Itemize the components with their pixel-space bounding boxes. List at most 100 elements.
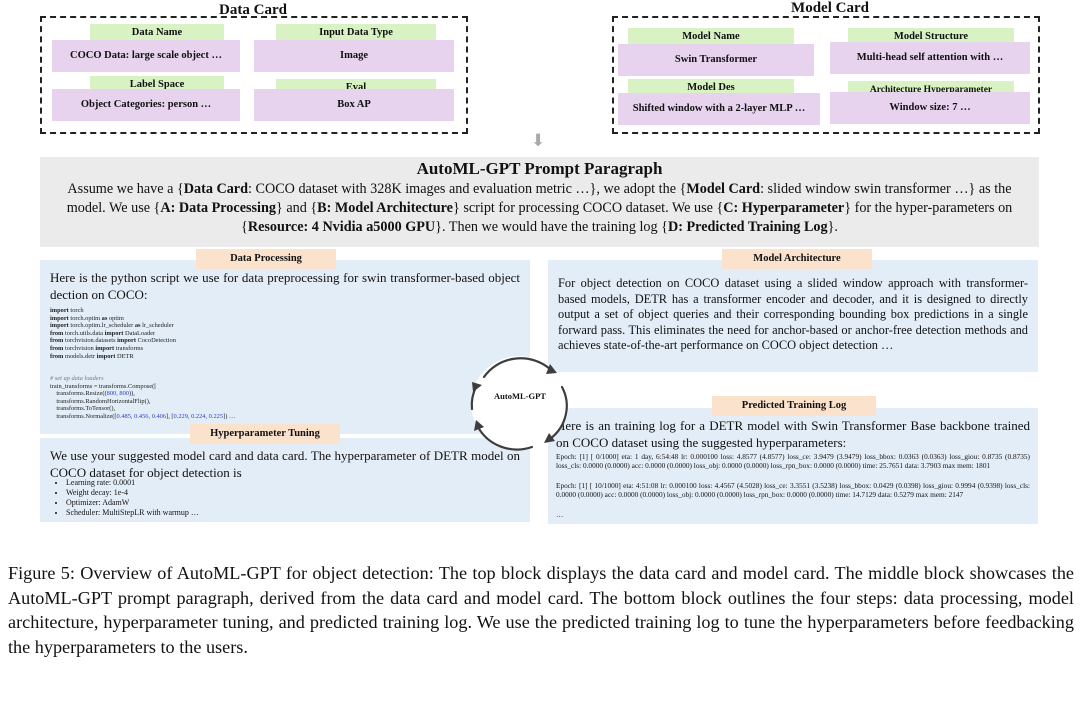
- model-card-head-2: Model Des: [628, 79, 794, 97]
- hyperparameter-tuning-panel: [40, 438, 530, 522]
- code-line: from models.detr import DETR: [50, 353, 176, 361]
- cycle-arrowheads: [472, 364, 557, 443]
- code-token: 800, 800: [106, 390, 129, 398]
- prompt-segment: } script for processing COCO dataset. We…: [452, 200, 724, 216]
- prompt-segment: } and {: [275, 200, 318, 216]
- code-token: torch.utils.data: [63, 329, 105, 337]
- code-line: transforms.Normalize([0.485, 0.456, 0.40…: [50, 413, 235, 421]
- hyperparameter-item: Learning rate: 0.0001: [66, 478, 199, 488]
- model-card-head-1: Model Structure: [848, 28, 1014, 46]
- code-token: import: [50, 314, 69, 322]
- code-token: transforms.RandomHorizontalFlip(),: [50, 397, 151, 405]
- code-token: DETR: [115, 352, 134, 360]
- model-card-box: [612, 16, 1040, 134]
- down-arrow-icon: ⬇: [531, 131, 546, 151]
- code-token: transforms.Resize((: [50, 390, 107, 398]
- prompt-paragraph-box: AutoML-GPT Prompt Paragraph Assume we ha…: [40, 157, 1039, 247]
- data-processing-tag: Data Processing: [196, 249, 336, 269]
- hyperparameter-list: Learning rate: 0.0001Weight decay: 1e-4O…: [50, 478, 199, 518]
- data-card-head-1: Input Data Type: [276, 24, 436, 42]
- code-token: import: [96, 352, 116, 360]
- predicted-log-text: Here is an training log for a DETR model…: [556, 418, 1030, 450]
- predicted-log-ellipsis: …: [556, 510, 564, 519]
- code-token: )),: [129, 390, 135, 398]
- code-line: transforms.ToTensor(),: [50, 405, 235, 413]
- code-line: transforms.Resize((800, 800)),: [50, 390, 235, 398]
- data-processing-text: Here is the python script we use for dat…: [50, 270, 520, 302]
- data-card-value-3: Box AP: [254, 89, 454, 121]
- prompt-title: AutoML-GPT Prompt Paragraph: [416, 159, 663, 178]
- center-label: AutoML-GPT: [494, 391, 546, 401]
- code-line: from torchvision.datasets import CocoDet…: [50, 337, 176, 345]
- cycle-graphic: AutoML-GPT: [454, 347, 586, 459]
- prompt-text: Assume we have a {Data Card: COCO datase…: [40, 180, 1039, 237]
- model-card-head-0: Model Name: [628, 28, 794, 46]
- data-card-title: Data Card: [219, 2, 287, 18]
- code-token: ]) …: [223, 412, 236, 420]
- hyperparameter-tuning-text: We use your suggested model card and dat…: [50, 448, 520, 480]
- hyperparameter-item: Scheduler: MultiStepLR with warmup …: [66, 508, 199, 518]
- model-card-value-2: Shifted window with a 2-layer MLP …: [618, 93, 820, 125]
- prompt-segment: D: Predicted Training Log: [667, 219, 828, 235]
- prompt-segment: } for the hyper-parameters on {: [241, 200, 1013, 235]
- code-token: 0.485, 0.456, 0.406: [116, 412, 167, 420]
- code-token: transforms: [114, 344, 144, 352]
- model-architecture-tag: Model Architecture: [722, 249, 872, 269]
- prompt-segment: }.: [827, 219, 838, 235]
- code-line: import torch: [50, 307, 176, 315]
- prompt-segment: B: Model Architecture: [317, 200, 453, 216]
- code-token: train_transforms = transforms.Compose([: [50, 382, 157, 390]
- code-token: as: [134, 322, 141, 330]
- code-token: optim: [107, 314, 124, 322]
- predicted-log-tag: Predicted Training Log: [712, 396, 876, 416]
- prompt-segment: Assume we have a {: [67, 181, 184, 197]
- model-card-value-3: Window size: 7 …: [830, 92, 1030, 124]
- code-line: # set up data loaders: [50, 375, 235, 383]
- code-token: transforms.ToTensor(),: [50, 405, 116, 413]
- code-token: torch: [68, 307, 84, 314]
- code-token: transforms.Normalize([: [50, 412, 117, 420]
- code-token: from: [50, 352, 64, 360]
- code-token: torchvision: [63, 344, 96, 352]
- hyperparameter-item: Optimizer: AdamW: [66, 498, 199, 508]
- prompt-segment: Resource: 4 Nvidia a5000 GPU: [247, 219, 436, 235]
- code-token: import: [95, 344, 115, 352]
- prompt-segment: : COCO dataset with 328K images and eval…: [248, 181, 687, 197]
- model-architecture-text: For object detection on COCO dataset usi…: [558, 276, 1028, 353]
- code-token: models.detr: [63, 352, 97, 360]
- code-line: from torchvision import transforms: [50, 345, 176, 353]
- cycle-background: [471, 356, 569, 450]
- model-card-value-1: Multi-head self attention with …: [830, 42, 1030, 74]
- cycle-arcs: [470, 357, 568, 451]
- data-card-value-2: Object Categories: person …: [52, 89, 240, 121]
- cycle-arrows-icon: [470, 356, 569, 451]
- code-line: import torch.optim.lr_scheduler as lr_sc…: [50, 322, 176, 330]
- data-card-value-0: COCO Data: large scale object …: [52, 40, 240, 72]
- code-line: transforms.RandomHorizontalFlip(),: [50, 398, 235, 406]
- code-line: import torch.optim as optim: [50, 315, 176, 323]
- data-processing-panel: [40, 260, 530, 434]
- data-card-head-0: Data Name: [90, 24, 224, 42]
- predicted-log-entry-2: Epoch: [1] [ 10/1000] eta: 4:51:08 lr: 0…: [556, 481, 1030, 499]
- code-token: import: [117, 337, 136, 345]
- code-token: torch.optim: [68, 314, 102, 322]
- model-card-value-0: Swin Transformer: [618, 44, 814, 76]
- code-token: CocoDetection: [135, 337, 176, 345]
- code-token: DataLoader: [123, 329, 156, 337]
- predicted-log-panel: [548, 408, 1038, 524]
- code-token: as: [101, 314, 108, 322]
- figure-caption: Figure 5: Overview of AutoML-GPT for obj…: [8, 563, 1074, 657]
- data-card-value-1: Image: [254, 40, 454, 72]
- code-token: import: [50, 307, 69, 314]
- prompt-segment: A: Data Processing: [160, 200, 276, 216]
- model-architecture-panel: [548, 260, 1038, 372]
- model-card-title: Model Card: [791, 0, 869, 16]
- code-token: import: [50, 322, 69, 330]
- prompt-segment: }. Then we would have the training log {: [435, 219, 668, 235]
- code-token: torch.optim.lr_scheduler: [68, 322, 135, 330]
- code-token: from: [50, 329, 64, 337]
- code-token: 0.229, 0.224, 0.225: [173, 412, 224, 420]
- code-line: train_transforms = transforms.Compose([: [50, 383, 235, 391]
- predicted-log-entry-1: Epoch: [1] [ 0/1000] eta: 1 day, 6:54:48…: [556, 452, 1030, 470]
